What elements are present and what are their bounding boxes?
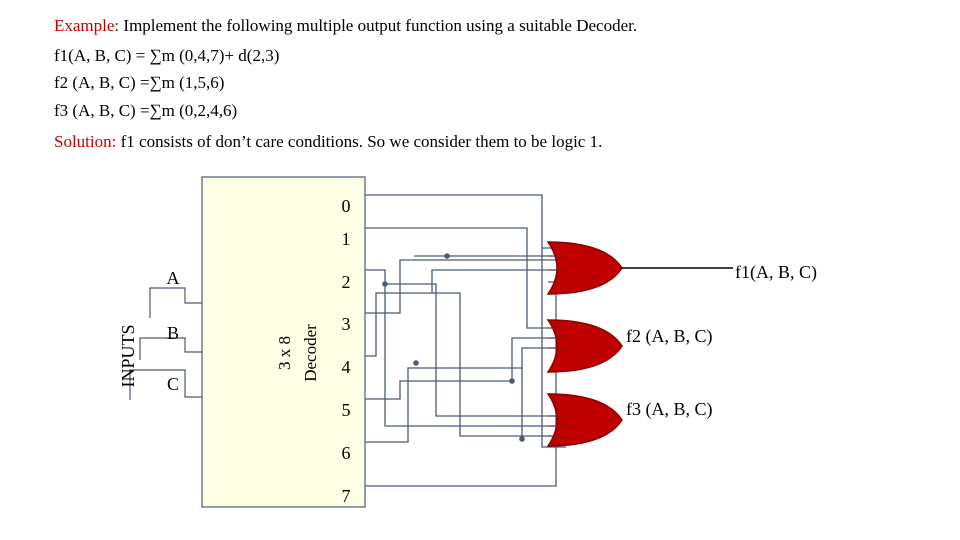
f3-output-label: f3 (A, B, C): [626, 399, 713, 420]
output-7-label: 7: [342, 486, 351, 506]
output-3-label: 3: [342, 314, 351, 334]
input-c-label: C: [167, 374, 179, 394]
inputs-label: INPUTS: [118, 324, 138, 387]
input-a-label: A: [167, 268, 180, 288]
or-gate-f3: [546, 393, 623, 447]
input-b-label: B: [167, 323, 179, 343]
f3-equation: f3 (A, B, C) =∑m (0,2,4,6): [54, 101, 238, 120]
output-2-label: 2: [342, 272, 351, 292]
input-bracket-lines: [129, 287, 202, 400]
or-gate-f1: [546, 241, 623, 295]
f2-equation: f2 (A, B, C) =∑m (1,5,6): [54, 73, 225, 92]
output-5-label: 5: [342, 400, 351, 420]
decoder-name-label: Decoder: [301, 324, 320, 382]
f1-equation: f1(A, B, C) = ∑m (0,4,7)+ d(2,3): [54, 46, 280, 65]
f1-output-label: f1(A, B, C): [735, 262, 817, 283]
wire-junctions: [382, 253, 525, 442]
decoder-size-label: 3 x 8: [275, 336, 294, 370]
example-line: Example: Implement the following multipl…: [54, 16, 637, 36]
decoder-block: [201, 176, 366, 508]
gate-input-stubs: [548, 255, 566, 437]
decoder-wires: [365, 194, 566, 487]
output-1-label: 1: [342, 229, 351, 249]
example-label: Example:: [54, 16, 120, 35]
or-gate-f2: [546, 319, 623, 373]
output-0-label: 0: [342, 196, 351, 216]
solution-line: Solution: f1 consists of don’t care cond…: [54, 132, 602, 152]
decoder-output-labels: 0 1 2 3 4 5 6 7: [342, 196, 351, 506]
output-4-label: 4: [342, 357, 351, 377]
output-6-label: 6: [342, 443, 351, 463]
example-text: Implement the following multiple output …: [119, 16, 638, 35]
solution-text: f1 consists of don’t care conditions. So…: [116, 132, 603, 151]
f2-output-label: f2 (A, B, C): [626, 326, 713, 347]
solution-label: Solution:: [54, 132, 117, 151]
